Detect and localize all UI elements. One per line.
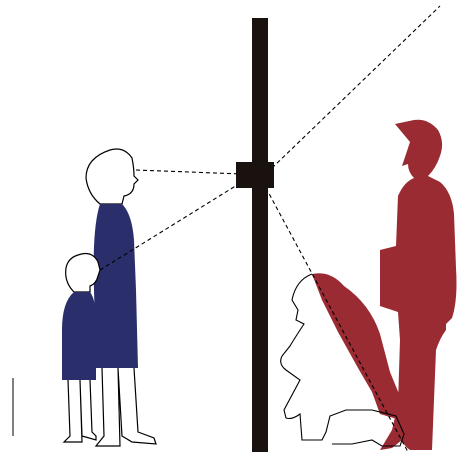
sight-line-tall-eye bbox=[136, 170, 242, 174]
tall-person-coat bbox=[94, 204, 138, 368]
sight-line-outside-lower bbox=[266, 188, 408, 452]
tall-person-silhouette-icon bbox=[86, 149, 156, 446]
short-person-coat bbox=[62, 292, 96, 380]
short-person-silhouette-icon bbox=[62, 254, 100, 442]
short-person-legs bbox=[64, 380, 96, 442]
tall-person-legs bbox=[96, 368, 156, 446]
door-peephole-icon bbox=[236, 162, 274, 188]
tall-person-head bbox=[86, 149, 138, 204]
door-wall-icon bbox=[252, 18, 268, 452]
